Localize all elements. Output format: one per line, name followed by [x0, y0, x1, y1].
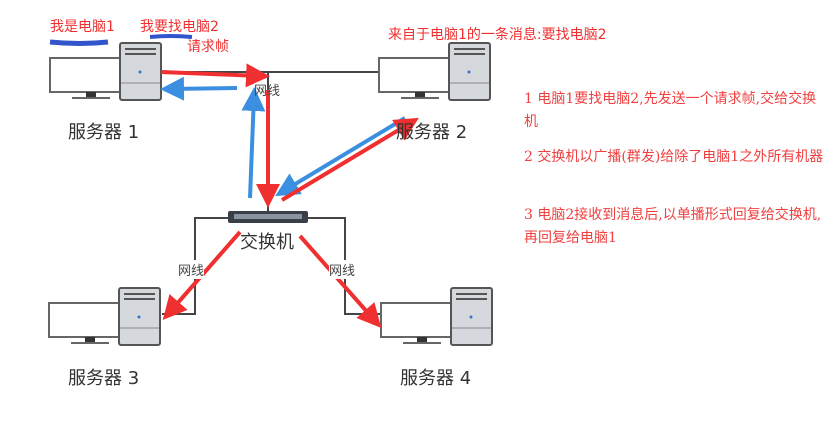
arrow-pc2-reply — [275, 116, 407, 197]
note-step-2: 2 交换机以广播(群发)给除了电脑1之外所有机器 — [524, 149, 824, 165]
underline-1 — [49, 39, 109, 46]
server4-label: 服务器 4 — [400, 368, 472, 389]
arrow-reply-to-pc1 — [160, 76, 238, 101]
arrow-broadcast-pc2 — [280, 117, 419, 202]
annotation-pc1-want: 我要找电脑2 — [140, 19, 219, 35]
switch-icon — [228, 211, 308, 223]
arrow-pc1-to-switch — [160, 63, 270, 88]
note-step-1: 1 电脑1要找电脑2,先发送一个请求帧,交给交换机 — [524, 91, 817, 130]
server2-label: 服务器 2 — [396, 122, 468, 143]
server1-label: 服务器 1 — [68, 122, 140, 143]
switch-label: 交换机 — [240, 232, 294, 253]
annotation-pc1-self: 我是电脑1 — [50, 19, 115, 35]
annotation-message-from: 来自于电脑1的一条消息:要找电脑2 — [388, 27, 607, 43]
annotation-request-frame: 请求帧 — [187, 39, 229, 55]
wire-label-top: 网线 — [254, 84, 281, 99]
wire-label-left: 网线 — [178, 260, 205, 279]
wire-label-right: 网线 — [329, 260, 356, 279]
arrow-broadcast-pc4 — [298, 234, 382, 328]
arrow-reply-up — [241, 87, 266, 199]
server4-icon — [380, 287, 493, 346]
server1-icon — [49, 42, 162, 101]
underline-2 — [149, 34, 193, 39]
server3-label: 服务器 3 — [68, 368, 140, 389]
server2-icon — [378, 42, 491, 101]
server3-icon — [48, 287, 161, 346]
note-step-3: 3 电脑2接收到消息后,以单播形式回复给交换机,再回复给电脑1 — [524, 207, 822, 246]
